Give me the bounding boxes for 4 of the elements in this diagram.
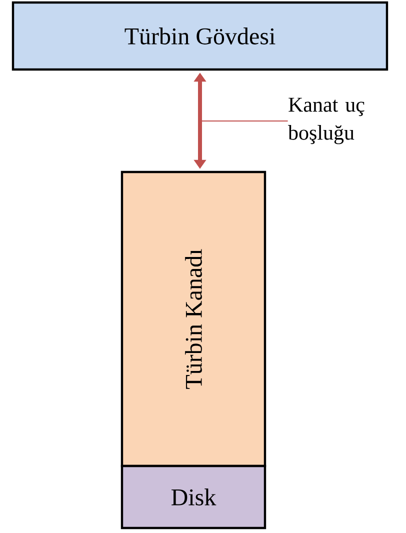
blade-box: Türbin Kanadı (120, 170, 266, 468)
text-label: Kanat uç boşluğu (288, 98, 364, 144)
casing-box: Türbin Gövdesi (12, 1, 388, 71)
leader-line (200, 120, 288, 122)
